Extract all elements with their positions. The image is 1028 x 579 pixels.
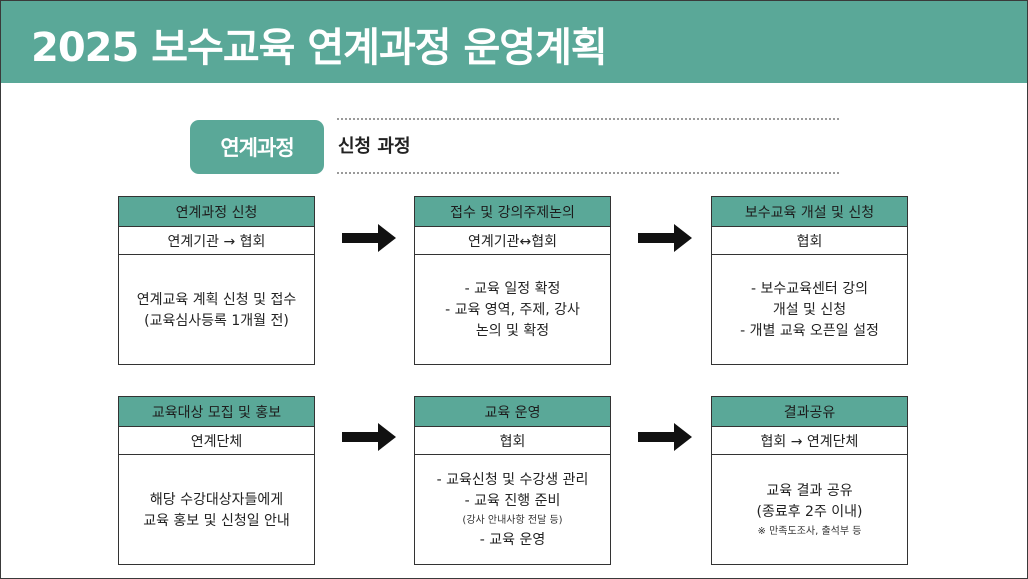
step-head: 접수 및 강의주제논의 [415, 197, 610, 227]
step-body: - 교육 일정 확정 - 교육 영역, 주제, 강사 논의 및 확정 [415, 255, 610, 366]
step-box-6: 결과공유 협회 → 연계단체 교육 결과 공유 (종료후 2주 이내) ※ 만족… [711, 396, 908, 565]
section-subtitle: 신청 과정 [338, 136, 411, 157]
step-head: 교육 운영 [415, 397, 610, 427]
step-line: 연계교육 계획 신청 및 접수 [136, 291, 297, 308]
right-arrow-icon [342, 423, 396, 451]
step-body: - 보수교육센터 강의 개설 및 신청 - 개별 교육 오픈일 설정 [712, 255, 907, 366]
step-line: (교육심사등록 1개월 전) [144, 312, 289, 329]
right-arrow-icon [638, 224, 692, 252]
step-head: 결과공유 [712, 397, 907, 427]
step-actor: 협회 [712, 227, 907, 255]
page-title: 2025 보수교육 연계과정 운영계획 [31, 25, 608, 71]
step-actor: 연계기관↔협회 [415, 227, 610, 255]
step-line: 해당 수강대상자들에게 [149, 491, 284, 508]
step-actor: 협회 [415, 427, 610, 455]
step-body: 해당 수강대상자들에게 교육 홍보 및 신청일 안내 [119, 455, 314, 566]
right-arrow-icon [638, 423, 692, 451]
step-head: 연계과정 신청 [119, 197, 314, 227]
step-line: - 보수교육센터 강의 [751, 281, 868, 297]
step-head: 보수교육 개설 및 신청 [712, 197, 907, 227]
step-line: 개설 및 신청 [772, 302, 847, 318]
step-line: - 교육신청 및 수강생 관리 [436, 472, 589, 488]
step-note: (강사 안내사항 전달 등) [462, 515, 563, 526]
dotted-divider-top [337, 118, 839, 120]
step-body: 교육 결과 공유 (종료후 2주 이내) ※ 만족도조사, 출석부 등 [712, 455, 907, 566]
dotted-divider-bottom [337, 172, 839, 174]
step-box-4: 교육대상 모집 및 홍보 연계단체 해당 수강대상자들에게 교육 홍보 및 신청… [118, 396, 315, 565]
step-body: 연계교육 계획 신청 및 접수 (교육심사등록 1개월 전) [119, 255, 314, 366]
step-body: - 교육신청 및 수강생 관리 - 교육 진행 준비 (강사 안내사항 전달 등… [415, 455, 610, 566]
step-actor: 연계단체 [119, 427, 314, 455]
step-line: - 교육 운영 [479, 532, 546, 548]
step-box-1: 연계과정 신청 연계기관 → 협회 연계교육 계획 신청 및 접수 (교육심사등… [118, 196, 315, 365]
header-bar: 2025 보수교육 연계과정 운영계획 [1, 1, 1027, 83]
step-head: 교육대상 모집 및 홍보 [119, 397, 314, 427]
section-pill: 연계과정 [190, 120, 324, 174]
step-box-5: 교육 운영 협회 - 교육신청 및 수강생 관리 - 교육 진행 준비 (강사 … [414, 396, 611, 565]
step-line: - 개별 교육 오픈일 설정 [740, 323, 879, 339]
step-line: 교육 홍보 및 신청일 안내 [143, 512, 290, 529]
step-line: - 교육 진행 준비 [464, 493, 561, 509]
step-box-2: 접수 및 강의주제논의 연계기관↔협회 - 교육 일정 확정 - 교육 영역, … [414, 196, 611, 365]
step-actor: 협회 → 연계단체 [712, 427, 907, 455]
step-line: - 교육 일정 확정 [464, 281, 561, 297]
step-line: 논의 및 확정 [475, 323, 550, 339]
step-line: 교육 결과 공유 [766, 482, 853, 499]
right-arrow-icon [342, 224, 396, 252]
step-line: (종료후 2주 이내) [756, 503, 863, 520]
step-note: ※ 만족도조사, 출석부 등 [757, 525, 862, 537]
step-box-3: 보수교육 개설 및 신청 협회 - 보수교육센터 강의 개설 및 신청 - 개별… [711, 196, 908, 365]
step-actor: 연계기관 → 협회 [119, 227, 314, 255]
step-line: - 교육 영역, 주제, 강사 [445, 302, 580, 318]
